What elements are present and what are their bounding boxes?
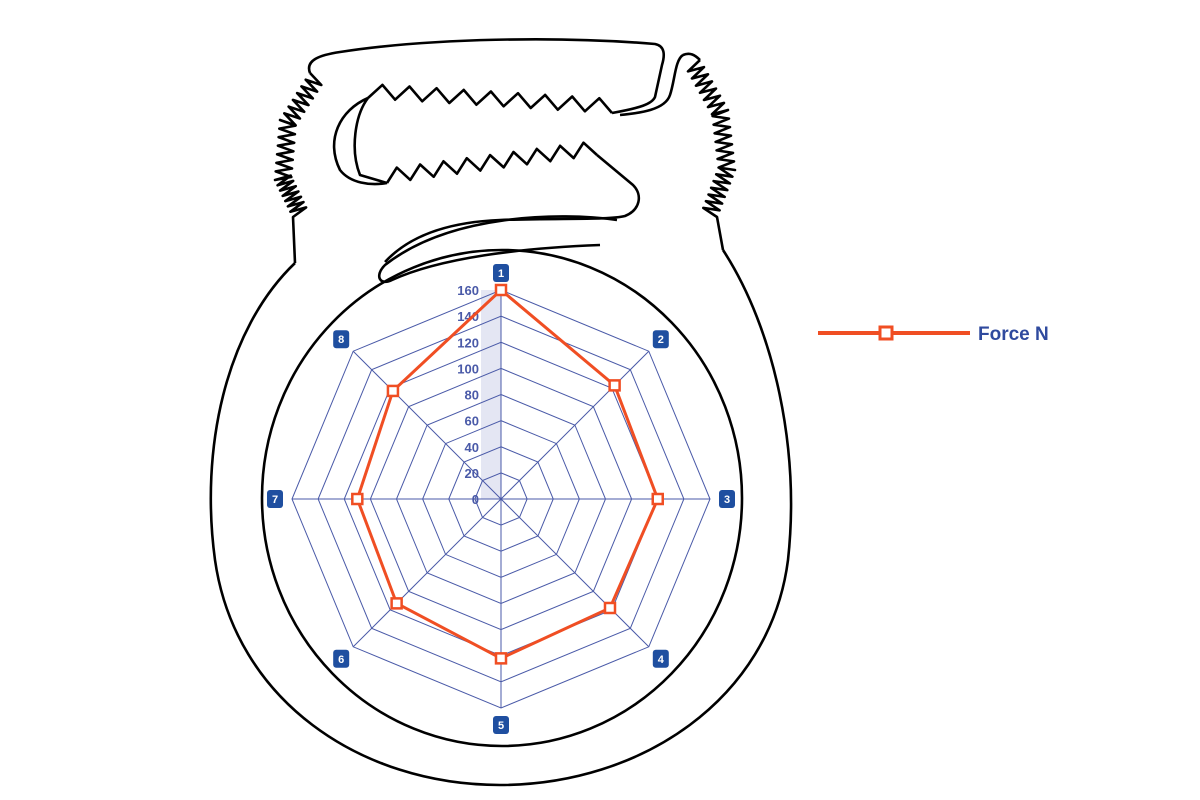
handle-crescent <box>332 96 388 186</box>
data-point <box>351 492 364 506</box>
handle-inner-back <box>619 52 701 117</box>
data-point <box>494 652 508 665</box>
category-label: 1 <box>498 268 504 280</box>
tick-label: 100 <box>457 361 479 376</box>
category-badge <box>333 330 350 349</box>
tick-label: 120 <box>457 335 479 350</box>
handle-hook <box>384 154 641 263</box>
category-badge <box>719 490 735 508</box>
category-badge <box>333 649 350 668</box>
handle-upper-teeth <box>367 83 613 114</box>
handle-top-outline <box>307 38 666 115</box>
kettlebell-lip <box>377 215 618 284</box>
grid-spoke <box>500 350 650 500</box>
category-label: 4 <box>658 654 665 666</box>
handle-right-serrated-edge <box>686 59 737 251</box>
tick-label: 60 <box>465 414 479 429</box>
data-point <box>651 492 664 506</box>
data-point <box>494 283 508 297</box>
legend: Force N <box>818 324 1049 345</box>
data-point <box>390 597 403 610</box>
tick-label: 160 <box>457 283 479 298</box>
category-badge <box>652 330 669 349</box>
category-label: 7 <box>272 494 278 506</box>
data-point <box>603 601 617 615</box>
tick-label: 0 <box>472 492 479 507</box>
category-label: 5 <box>498 720 504 732</box>
tick-label: 80 <box>465 388 479 403</box>
category-label: 8 <box>338 334 344 346</box>
tick-label: 40 <box>465 440 479 455</box>
grid-spoke <box>352 498 502 648</box>
category-badge <box>267 490 283 508</box>
grid-spoke <box>352 350 502 500</box>
legend-marker <box>878 325 894 341</box>
category-badge <box>493 716 509 734</box>
category-label: 3 <box>724 494 730 506</box>
kettlebell-body-outline <box>209 249 793 787</box>
radar-chart: 0 20 40 60 80 100 120 140 160 1 2 3 4 5 6 7 8 <box>267 264 735 734</box>
legend-label: Force N <box>978 324 1049 345</box>
tick-label: 20 <box>465 466 479 481</box>
category-badge <box>493 264 509 282</box>
category-badge <box>652 649 669 668</box>
kettlebell-inner-ring <box>260 248 744 748</box>
handle-lower-teeth <box>385 141 598 184</box>
data-point <box>608 379 621 392</box>
tick-label: 140 <box>457 309 479 324</box>
tick-band <box>481 290 501 499</box>
category-label: 6 <box>338 654 344 666</box>
category-label: 2 <box>658 334 664 346</box>
handle-left-serrated-edge <box>273 72 323 264</box>
grid-spoke <box>500 498 650 648</box>
data-point <box>386 384 400 398</box>
